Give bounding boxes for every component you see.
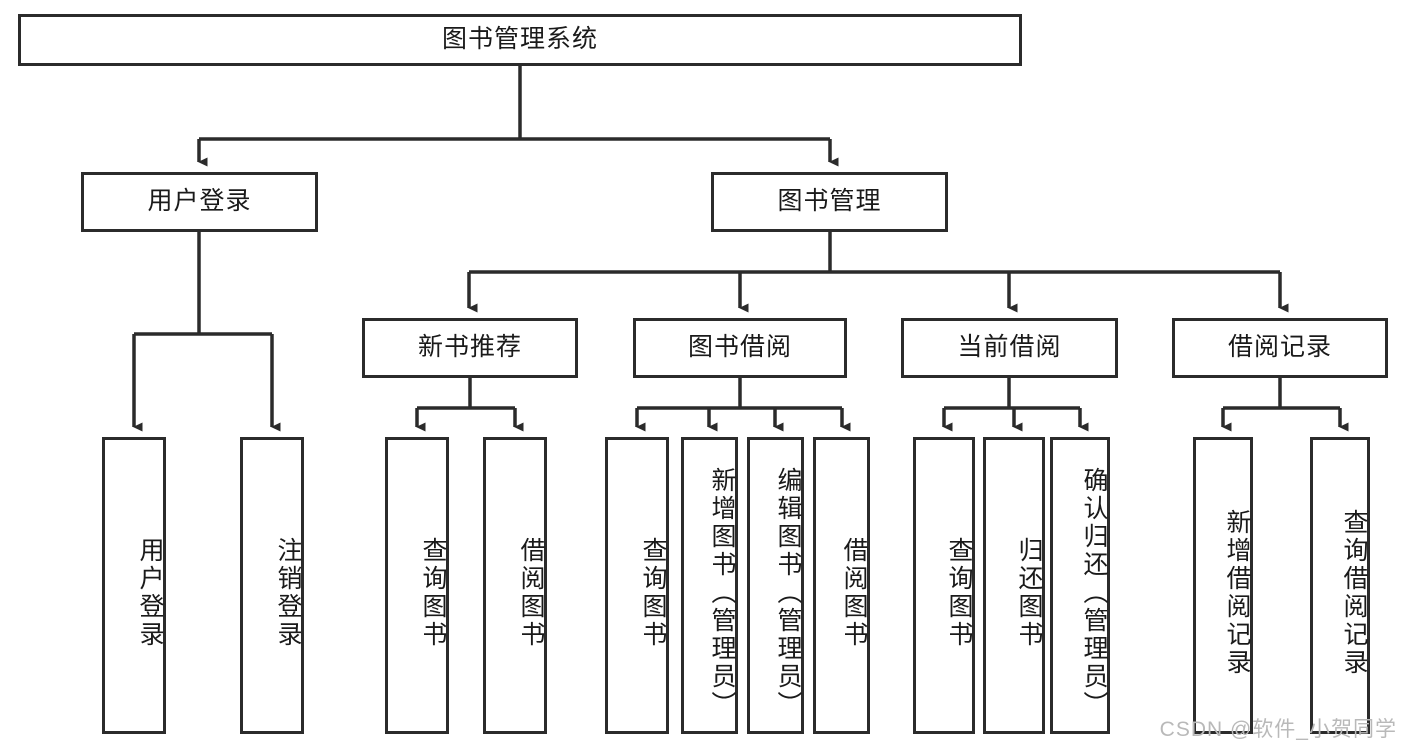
node-leaf-query-book-borrow-label: 查询图书 [639, 536, 667, 649]
node-leaf-confirm-return[interactable]: 确认归还（管理员） [1050, 437, 1110, 734]
node-leaf-user-login-label: 用户登录 [136, 536, 164, 649]
node-book-borrow[interactable]: 图书借阅 [633, 318, 847, 378]
node-leaf-query-book-cur-label: 查询图书 [945, 536, 973, 649]
node-leaf-add-record-label: 新增借阅记录 [1223, 508, 1251, 677]
node-leaf-borrow-book-label: 借阅图书 [840, 536, 868, 649]
node-leaf-query-book-cur[interactable]: 查询图书 [913, 437, 975, 734]
node-root[interactable]: 图书管理系统 [18, 14, 1022, 66]
node-leaf-add-book-label: 新增图书（管理员） [708, 466, 736, 719]
node-leaf-add-record[interactable]: 新增借阅记录 [1193, 437, 1253, 734]
node-borrow-record[interactable]: 借阅记录 [1172, 318, 1388, 378]
node-leaf-query-book-rec[interactable]: 查询图书 [385, 437, 449, 734]
node-borrow-record-label: 借阅记录 [1227, 333, 1332, 362]
node-new-book-rec[interactable]: 新书推荐 [362, 318, 578, 378]
node-leaf-user-logout-label: 注销登录 [274, 536, 302, 649]
node-leaf-query-record-label: 查询借阅记录 [1340, 508, 1368, 677]
node-leaf-user-login[interactable]: 用户登录 [102, 437, 166, 734]
node-user-login-label: 用户登录 [147, 187, 252, 216]
node-current-borrow-label: 当前借阅 [957, 333, 1062, 362]
node-book-borrow-label: 图书借阅 [687, 333, 792, 362]
node-book-manage-label: 图书管理 [777, 187, 882, 216]
node-leaf-borrow-book-rec-label: 借阅图书 [517, 536, 545, 649]
node-current-borrow[interactable]: 当前借阅 [901, 318, 1118, 378]
node-leaf-edit-book[interactable]: 编辑图书（管理员） [747, 437, 804, 734]
node-root-label: 图书管理系统 [441, 25, 598, 54]
node-leaf-edit-book-label: 编辑图书（管理员） [774, 466, 802, 719]
node-leaf-borrow-book-rec[interactable]: 借阅图书 [483, 437, 547, 734]
node-leaf-add-book[interactable]: 新增图书（管理员） [681, 437, 738, 734]
node-leaf-return-book-label: 归还图书 [1015, 536, 1043, 649]
node-leaf-user-logout[interactable]: 注销登录 [240, 437, 304, 734]
node-user-login[interactable]: 用户登录 [81, 172, 318, 232]
node-leaf-query-record[interactable]: 查询借阅记录 [1310, 437, 1370, 734]
node-leaf-query-book-rec-label: 查询图书 [419, 536, 447, 649]
node-book-manage[interactable]: 图书管理 [711, 172, 948, 232]
node-leaf-confirm-return-label: 确认归还（管理员） [1080, 466, 1108, 719]
node-leaf-query-book-borrow[interactable]: 查询图书 [605, 437, 669, 734]
node-leaf-borrow-book[interactable]: 借阅图书 [813, 437, 870, 734]
node-leaf-return-book[interactable]: 归还图书 [983, 437, 1045, 734]
node-new-book-rec-label: 新书推荐 [417, 333, 522, 362]
